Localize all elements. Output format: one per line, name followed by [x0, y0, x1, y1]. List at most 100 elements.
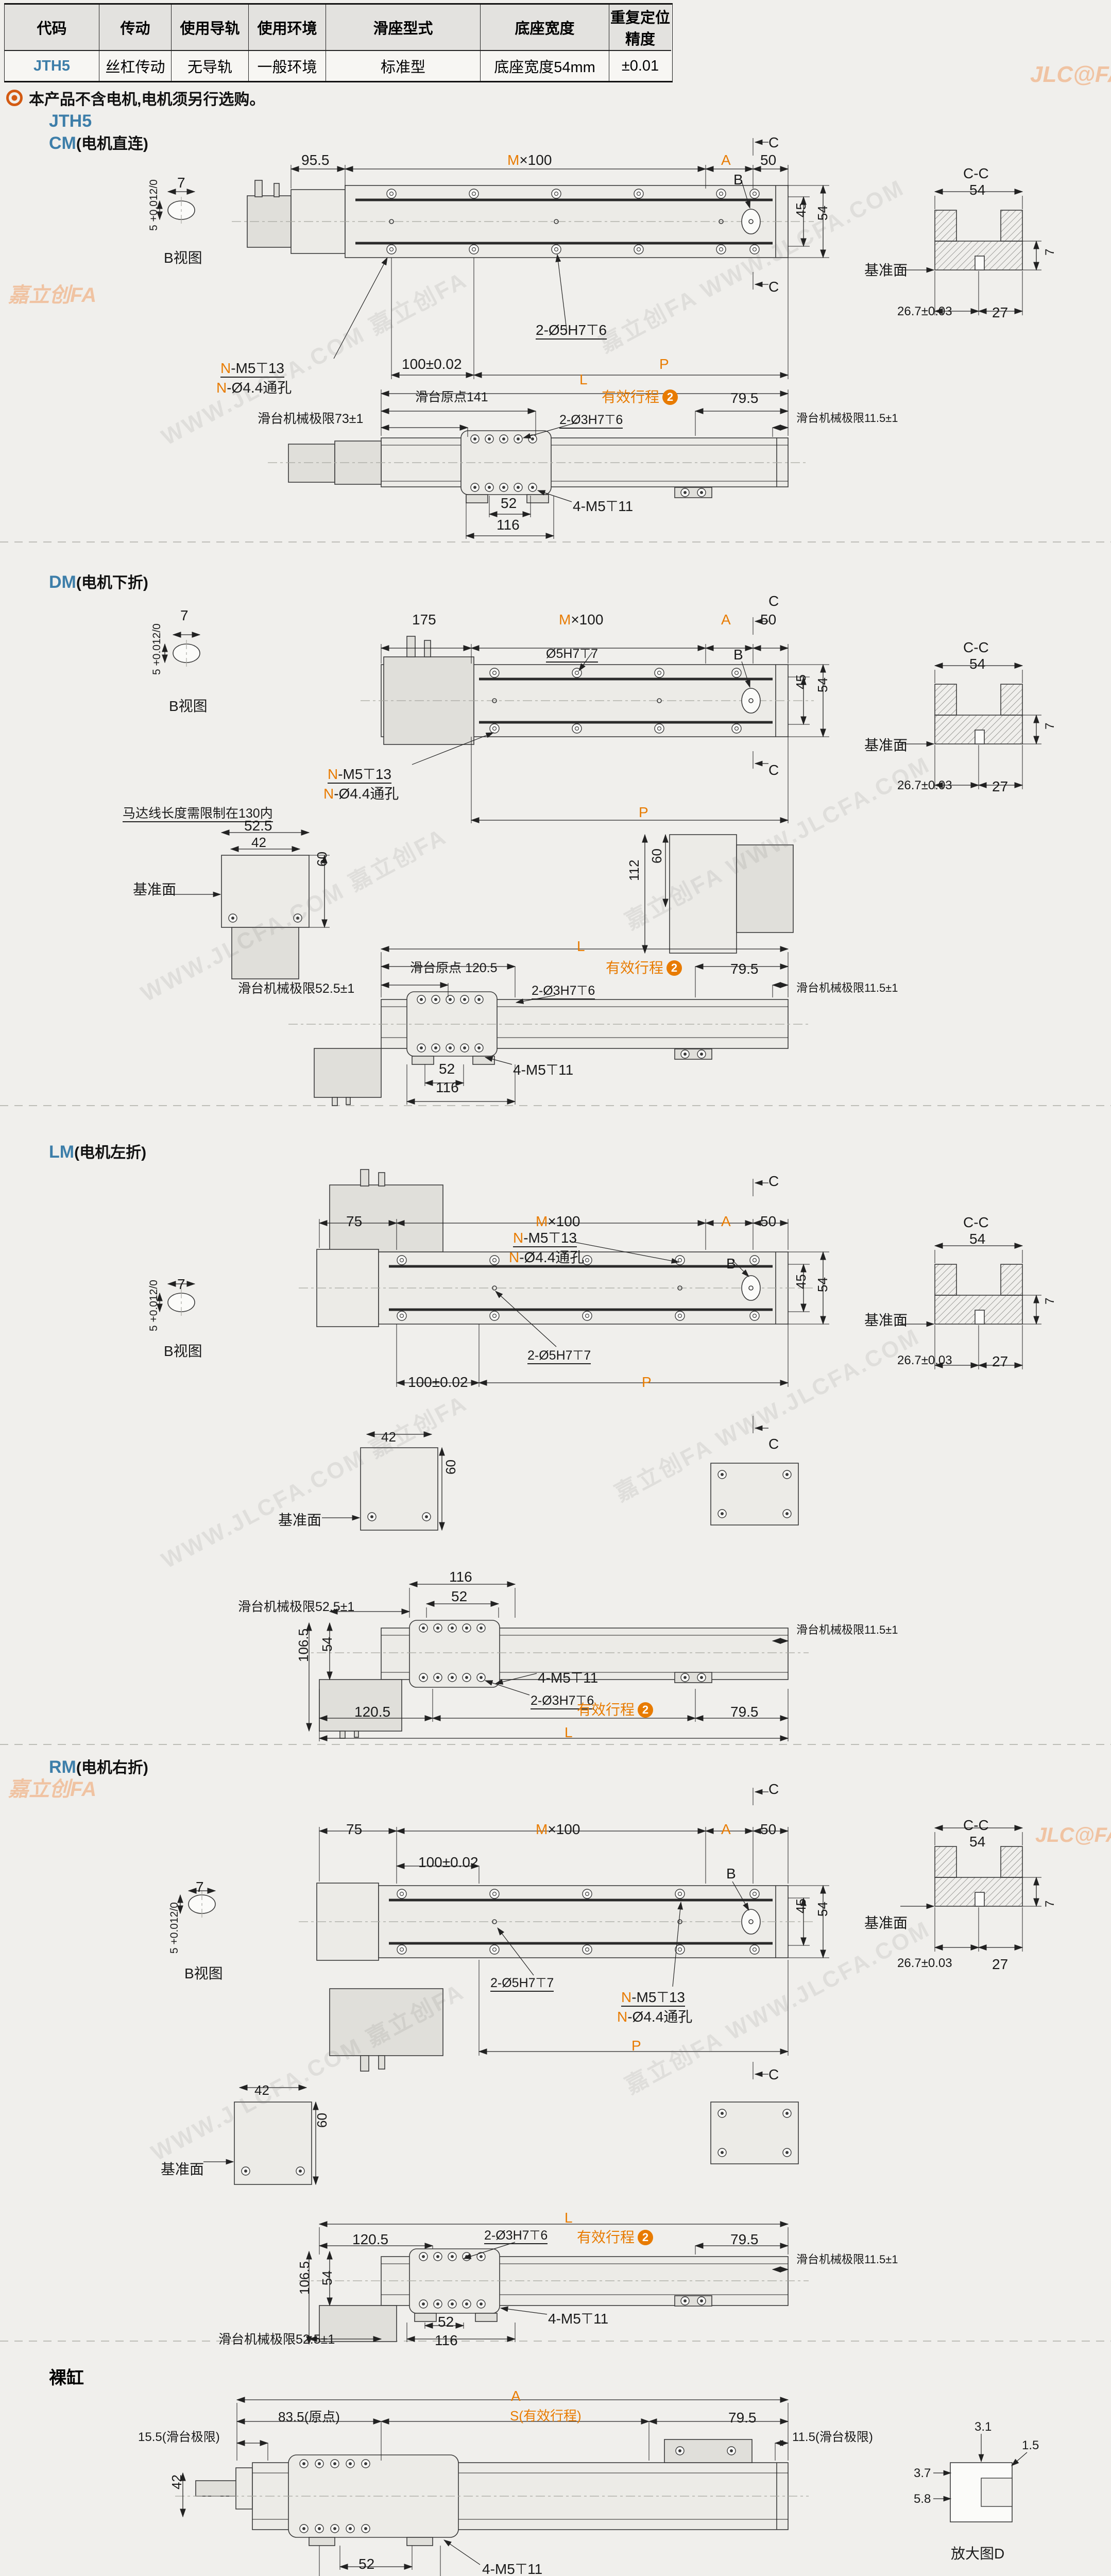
dim-label: 滑台机械极限11.5±1: [796, 1623, 898, 1636]
dim-label: 54: [969, 656, 986, 672]
dim-label: 60: [443, 1460, 458, 1475]
dim-label: 26.7±0.03: [897, 1353, 952, 1367]
dim-label: N-M5⊤13: [513, 1230, 577, 1248]
dim-label: 1.5: [1022, 2438, 1039, 2452]
dim-label: 马达线长度需限制在130内: [123, 807, 273, 823]
section-title-rm: RM(电机右折): [49, 1757, 148, 1777]
dim-label: 26.7±0.03: [897, 304, 952, 318]
dim-label: 120.5: [354, 1704, 391, 1720]
table-header-2: 使用导轨: [172, 5, 249, 51]
dim-label: 2-Ø3H7⊤6: [484, 2229, 548, 2245]
dim-label: 5 +0.012/0: [151, 623, 163, 675]
dim-label: 滑台机械极限73±1: [258, 412, 364, 426]
dim-label: A: [511, 2388, 521, 2404]
dim-label: 52.5: [244, 818, 272, 834]
dim-label: 52: [451, 1588, 468, 1604]
table-cell-2: 无导轨: [172, 51, 249, 81]
dim-label: 3.1: [975, 2420, 992, 2434]
dim-label: 7: [1043, 1900, 1057, 1907]
dim-label: 5 +0.012/0: [148, 179, 160, 231]
dim-label: 4-M5⊤11: [513, 1062, 574, 1078]
dim-label: 2-Ø3H7⊤6: [532, 984, 595, 1000]
dim-label: 4-M5⊤11: [538, 1670, 599, 1686]
dim-label: P: [639, 804, 648, 820]
table-cell-4: 标准型: [326, 51, 481, 81]
dim-label: 基准面: [864, 737, 908, 753]
dim-label: 7: [1043, 722, 1057, 730]
dim-label: Ø5H7⊤7: [546, 647, 598, 663]
dim-label: 15.5(滑台极限): [138, 2430, 220, 2444]
dim-label: 42: [381, 1429, 396, 1445]
dim-label: 26.7±0.03: [897, 778, 952, 792]
dim-label: P: [659, 356, 669, 372]
dim-label: 75: [346, 1213, 363, 1229]
table-header-4: 滑座型式: [326, 5, 481, 51]
dim-label: 50: [760, 152, 777, 168]
dim-label: 42: [169, 2475, 184, 2489]
dim-label: N-Ø4.4通孔: [216, 380, 292, 396]
dim-label: M×100: [507, 152, 552, 168]
dim-label: 27: [992, 304, 1009, 320]
dim-label: 52: [438, 2314, 454, 2330]
dim-label: A: [721, 152, 731, 168]
dim-label: 滑台机械极限11.5±1: [796, 412, 898, 425]
dim-label: 112: [626, 859, 642, 881]
note-text: 本产品不含电机,电机须另行选购。: [29, 91, 265, 108]
dim-label: 52: [439, 1061, 455, 1077]
product-note: 本产品不含电机,电机须另行选购。: [6, 87, 265, 109]
dim-label: 滑台机械极限52.5±1: [218, 2332, 335, 2347]
dim-label: C: [768, 1781, 779, 1797]
table-header-1: 传动: [99, 5, 172, 51]
dim-label: 106.5: [296, 1628, 311, 1662]
dim-label: 54: [969, 182, 986, 198]
dim-label: 60: [314, 2113, 330, 2128]
table-header-0: 代码: [5, 5, 99, 51]
dim-label: A: [721, 1213, 731, 1229]
dim-label: 60: [314, 852, 330, 867]
lg-drawing: [175, 2397, 1028, 2576]
dim-label: M×100: [536, 1821, 580, 1837]
dim-label: C: [768, 1436, 779, 1452]
dim-label: N-Ø4.4通孔: [323, 786, 399, 802]
dim-label: 50: [760, 1821, 777, 1837]
dim-label: 54: [969, 1834, 986, 1850]
dim-label: N-M5⊤13: [621, 1990, 685, 2007]
dim-label: P: [631, 2038, 641, 2054]
table-cell-1: 丝杠传动: [99, 51, 172, 81]
dim-label: B视图: [164, 250, 202, 266]
dim-label: 83.5(原点): [278, 2409, 340, 2425]
dim-label: 79.5: [730, 1704, 759, 1720]
table-header-3: 使用环境: [249, 5, 326, 51]
dim-label: L: [565, 2210, 573, 2226]
section-title-cm: CM(电机直连): [49, 133, 148, 153]
dim-label: M×100: [559, 612, 604, 628]
dim-label: 100±0.02: [418, 1854, 478, 1870]
dim-label: 2-Ø3H7⊤6: [559, 413, 623, 429]
dim-label: A: [721, 612, 731, 628]
dim-label: 50: [760, 612, 777, 628]
table-cell-0: JTH5: [5, 51, 99, 81]
dim-label: 放大图D: [951, 2546, 1005, 2562]
dim-label: L: [577, 938, 585, 954]
dim-label: 5.8: [914, 2492, 931, 2506]
dim-label: 116: [449, 1569, 472, 1585]
dim-label: A: [721, 1821, 731, 1837]
dim-label: B视图: [164, 1343, 202, 1359]
dim-label: 116: [497, 517, 520, 533]
dim-label: C: [768, 762, 779, 778]
dim-label: N-M5⊤13: [220, 361, 284, 378]
dim-label: 75: [346, 1821, 363, 1837]
dim-label: 100±0.02: [408, 1374, 468, 1390]
dim-label: 滑台机械极限11.5±1: [796, 981, 898, 994]
dim-label: 7: [177, 175, 185, 191]
dim-label: 基准面: [161, 2161, 204, 2177]
dim-label: 116: [355, 2575, 379, 2576]
dim-label: 基准面: [133, 882, 177, 897]
dim-label: 3.7: [914, 2466, 931, 2480]
dim-label: 54: [319, 2270, 335, 2285]
